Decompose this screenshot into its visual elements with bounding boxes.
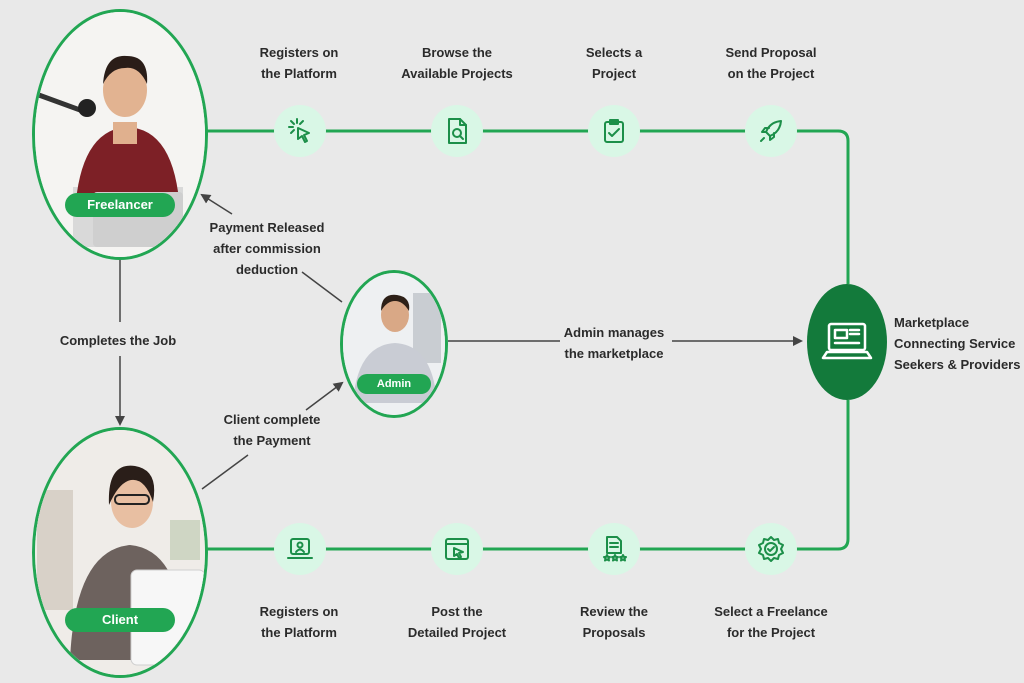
client-badge: Client [65,608,175,632]
client-payment-arrow [305,381,344,411]
top-step-node-1 [274,105,326,157]
rocket-icon [760,120,782,142]
top-step-node-2 [431,105,483,157]
freelancer-badge: Freelancer [65,193,175,217]
top-step-node-3 [588,105,640,157]
client-payment-line [201,454,249,490]
client-photo: Client [32,427,208,678]
document-search-icon [448,118,467,144]
admin-photo: Admin [340,270,448,418]
badge-check-icon [758,536,784,562]
marketplace-hub-label: Marketplace Connecting Service Seekers &… [894,315,1021,372]
bottom-step-node-4 [745,523,797,575]
top-flow-line [205,129,850,284]
payment-released-line [301,271,343,303]
checklist-icon [604,119,624,143]
admin-badge: Admin [357,374,431,394]
marketplace-hub [807,284,887,400]
bottom-step-node-1 [274,523,326,575]
client-payment-label: Client complete the Payment [223,412,321,448]
payment-released-label: Payment Released after commission deduct… [209,220,325,277]
top-step-node-4 [745,105,797,157]
cursor-click-icon [288,118,310,143]
marketplace-hub-circle [807,284,887,400]
payment-released-arrow [200,193,233,215]
browser-pointer-icon [445,538,469,560]
freelancer-photo: Freelancer [32,9,208,260]
user-laptop-icon [287,538,313,559]
laptop-dashboard-icon [821,322,873,360]
document-stars-icon [603,536,627,562]
freelancer-illustration [35,12,205,257]
bottom-step-node-2 [431,523,483,575]
completes-job-label: Completes the Job [59,333,177,348]
client-illustration [35,430,205,675]
admin-manages-label: Admin manages the marketplace [563,325,665,361]
bottom-flow-line [205,400,850,551]
bottom-step-node-3 [588,523,640,575]
